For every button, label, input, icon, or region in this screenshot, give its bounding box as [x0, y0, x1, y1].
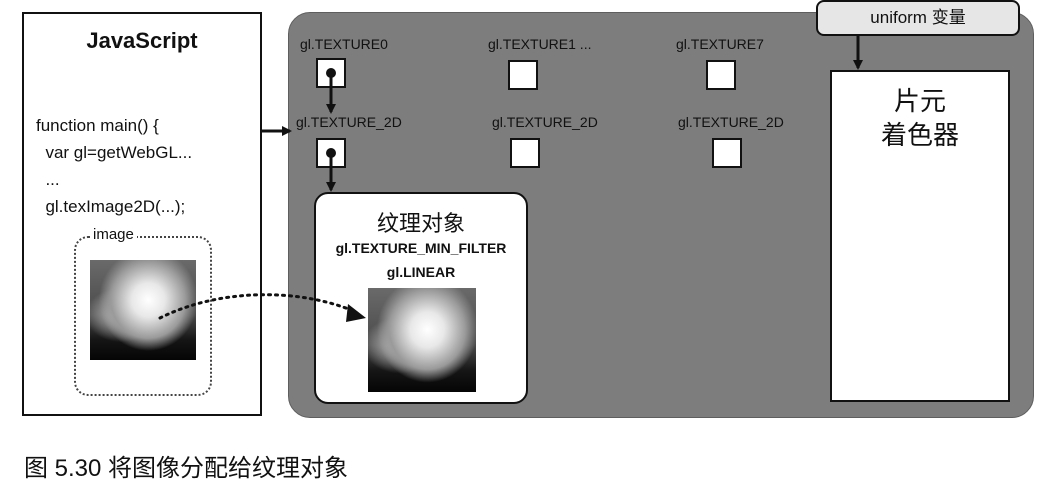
texture-target-slot-0: [316, 138, 346, 168]
shader-label-line2: 着色器: [880, 120, 959, 150]
code-line: var gl=getWebGL...: [36, 143, 193, 162]
bound-dot: [326, 148, 336, 158]
texture-unit-slot-1: [508, 60, 538, 90]
texture-unit-label-7: gl.TEXTURE7: [676, 36, 764, 52]
texture-param-name: gl.TEXTURE_MIN_FILTER: [335, 240, 507, 256]
texture-unit-slot-7: [706, 60, 736, 90]
figure-caption: 图 5.30 将图像分配给纹理对象: [24, 455, 349, 482]
texture-target-label-0: gl.TEXTURE_2D: [296, 114, 402, 130]
code-line: ...: [36, 170, 60, 189]
bound-dot: [326, 68, 336, 78]
fragment-shader-label: 片元 着色器: [832, 84, 1008, 152]
texture-target-slot-7: [712, 138, 742, 168]
code-line: function main() {: [36, 116, 159, 135]
javascript-title: JavaScript: [86, 28, 198, 53]
code-block: function main() { var gl=getWebGL... ...…: [36, 112, 192, 220]
texture-unit-slot-0: [316, 58, 346, 88]
image-label: image: [90, 226, 137, 243]
texture-param-value: gl.LINEAR: [386, 264, 456, 280]
fragment-shader-box: 片元 着色器: [830, 70, 1010, 402]
javascript-panel: JavaScript function main() { var gl=getW…: [22, 12, 262, 416]
texture-unit-label-0: gl.TEXTURE0: [300, 36, 388, 52]
image-frame: image: [74, 226, 212, 396]
texture-unit-label-1: gl.TEXTURE1 ...: [488, 36, 592, 52]
texture-image: [368, 288, 476, 392]
texture-object-box: 纹理对象 gl.TEXTURE_MIN_FILTER gl.LINEAR: [314, 192, 528, 404]
uniform-variable-box: uniform 变量: [816, 0, 1020, 36]
shader-label-line1: 片元: [893, 86, 946, 116]
code-line: gl.texImage2D(...);: [36, 197, 186, 216]
texture-object-title: 纹理对象: [376, 211, 465, 236]
texture-target-slot-1: [510, 138, 540, 168]
texture-target-label-1: gl.TEXTURE_2D: [492, 114, 598, 130]
cloud-image: [90, 260, 196, 360]
texture-target-label-7: gl.TEXTURE_2D: [678, 114, 784, 130]
